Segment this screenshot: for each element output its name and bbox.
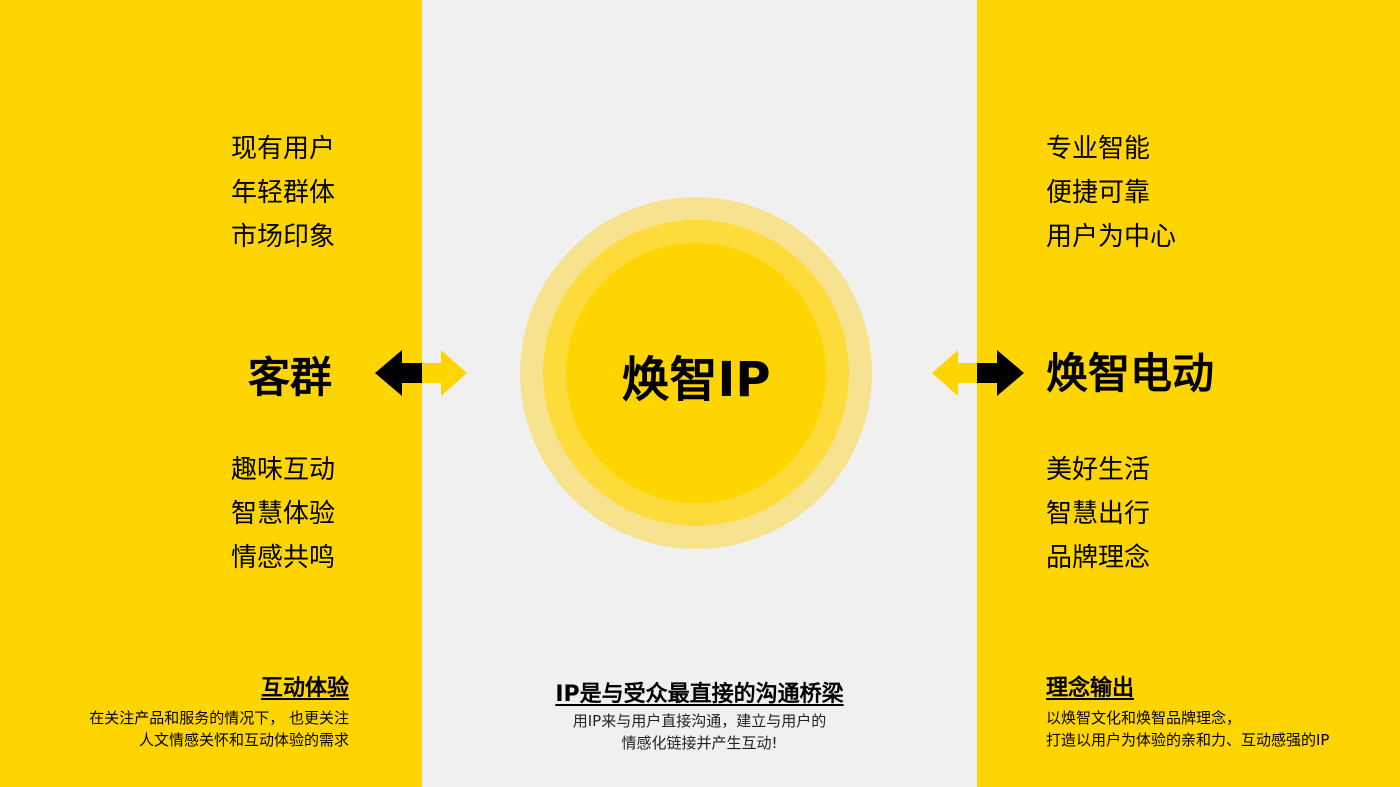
- right-top-list: 专业智能 便捷可靠 用户为中心: [1046, 127, 1176, 259]
- list-item: 现有用户: [231, 134, 336, 164]
- list-item: 智慧体验: [231, 499, 336, 529]
- text-line: 以焕智文化和焕智品牌理念，: [1046, 709, 1242, 727]
- list-item: 便捷可靠: [1046, 178, 1151, 208]
- list-item: 智慧出行: [1046, 499, 1151, 529]
- left-top-list: 现有用户 年轻群体 市场印象: [231, 127, 335, 259]
- list-item: 用户为中心: [1046, 222, 1177, 252]
- text-line: 情感化链接并产生互动!: [621, 734, 778, 752]
- text-line: 用IP来与用户直接沟通，建立与用户的: [572, 712, 827, 730]
- list-item: 市场印象: [231, 222, 336, 252]
- list-item: 情感共鸣: [231, 543, 336, 573]
- list-item: 美好生活: [1046, 455, 1151, 485]
- text-line: 人文情感关怀和互动体验的需求: [138, 731, 349, 749]
- left-footer-text: 在关注产品和服务的情况下， 也更关注 人文情感关怀和互动体验的需求: [89, 707, 349, 751]
- right-footer-text: 以焕智文化和焕智品牌理念， 打造以用户为体验的亲和力、互动感强的IP: [1046, 707, 1329, 751]
- right-footer-heading: 理念输出: [1046, 676, 1135, 701]
- list-item: 趣味互动: [231, 455, 336, 485]
- right-panel: [977, 0, 1400, 787]
- text-line: 在关注产品和服务的情况下， 也更关注: [89, 709, 349, 727]
- right-bottom-list: 美好生活 智慧出行 品牌理念: [1046, 448, 1150, 580]
- list-item: 品牌理念: [1046, 543, 1151, 573]
- left-panel: [0, 0, 422, 787]
- right-title: 焕智电动: [1046, 349, 1215, 398]
- list-item: 年轻群体: [231, 178, 336, 208]
- right-double-arrow-icon: [932, 350, 1024, 396]
- left-title: 客群: [248, 353, 333, 402]
- text-line: 打造以用户为体验的亲和力、互动感强的IP: [1046, 731, 1330, 749]
- center-footer-heading: IP是与受众最直接的沟通桥梁: [555, 682, 844, 707]
- list-item: 专业智能: [1046, 134, 1151, 164]
- center-footer-text: 用IP来与用户直接沟通，建立与用户的 情感化链接并产生互动!: [422, 710, 977, 754]
- inner-circle: [566, 243, 826, 503]
- left-footer-heading: 互动体验: [260, 676, 349, 701]
- center-label: 焕智IP: [621, 352, 771, 408]
- left-double-arrow-icon: [375, 350, 467, 396]
- left-bottom-list: 趣味互动 智慧体验 情感共鸣: [231, 448, 335, 580]
